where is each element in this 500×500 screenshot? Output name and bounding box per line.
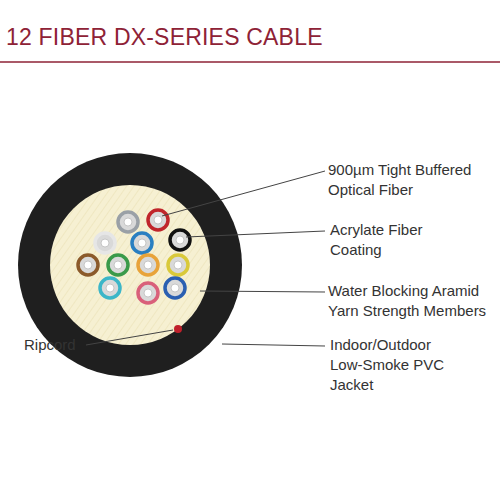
callout-label: Ripcord	[24, 335, 86, 355]
ripcord	[174, 325, 182, 333]
tight-buffer	[100, 278, 120, 298]
optical-fiber	[118, 212, 138, 232]
optical-fiber	[78, 255, 98, 275]
fiber-core	[154, 216, 162, 224]
leader-line	[162, 171, 325, 216]
tight-buffer	[170, 230, 190, 250]
tight-buffer	[78, 255, 98, 275]
leader-line	[86, 330, 173, 345]
optical-fiber	[95, 233, 115, 253]
fiber-core	[101, 239, 109, 247]
tight-buffer	[138, 283, 158, 303]
tight-buffer	[108, 255, 128, 275]
optical-fiber	[138, 283, 158, 303]
tight-buffer	[132, 233, 152, 253]
optical-fiber	[165, 278, 185, 298]
leader-line	[200, 291, 325, 292]
fiber-core	[174, 261, 182, 269]
callout-label: Acrylate Fiber Coating	[330, 220, 442, 260]
fiber-core	[106, 284, 114, 292]
fiber-core	[124, 218, 132, 226]
tight-buffer	[138, 255, 158, 275]
optical-fiber	[138, 255, 158, 275]
callout-label: Indoor/Outdoor Low-Smoke PVC Jacket	[330, 335, 452, 395]
pvc-jacket	[18, 153, 242, 377]
fiber-core	[138, 239, 146, 247]
title-rule	[0, 61, 500, 63]
fiber-core	[84, 261, 92, 269]
diagram-title: 12 FIBER DX-SERIES CABLE	[6, 24, 323, 51]
fiber-core	[171, 284, 179, 292]
fiber-core	[144, 289, 152, 297]
fiber-core	[176, 236, 184, 244]
fiber-core	[144, 261, 152, 269]
leader-line	[222, 344, 325, 346]
callout-label: 900µm Tight Buffered Optical Fiber	[328, 160, 496, 200]
optical-fiber	[100, 278, 120, 298]
optical-fiber	[108, 255, 128, 275]
fiber-group	[78, 210, 190, 303]
tight-buffer	[118, 212, 138, 232]
optical-fiber	[168, 255, 188, 275]
optical-fiber	[148, 210, 168, 230]
optical-fiber	[170, 230, 190, 250]
tight-buffer	[148, 210, 168, 230]
callout-label: Water Blocking Aramid Yarn Strength Memb…	[328, 281, 496, 321]
tight-buffer	[168, 255, 188, 275]
tight-buffer	[95, 233, 115, 253]
leader-lines	[86, 171, 325, 346]
fiber-core	[114, 261, 122, 269]
leader-line	[186, 231, 325, 237]
optical-fiber	[132, 233, 152, 253]
tight-buffer	[165, 278, 185, 298]
